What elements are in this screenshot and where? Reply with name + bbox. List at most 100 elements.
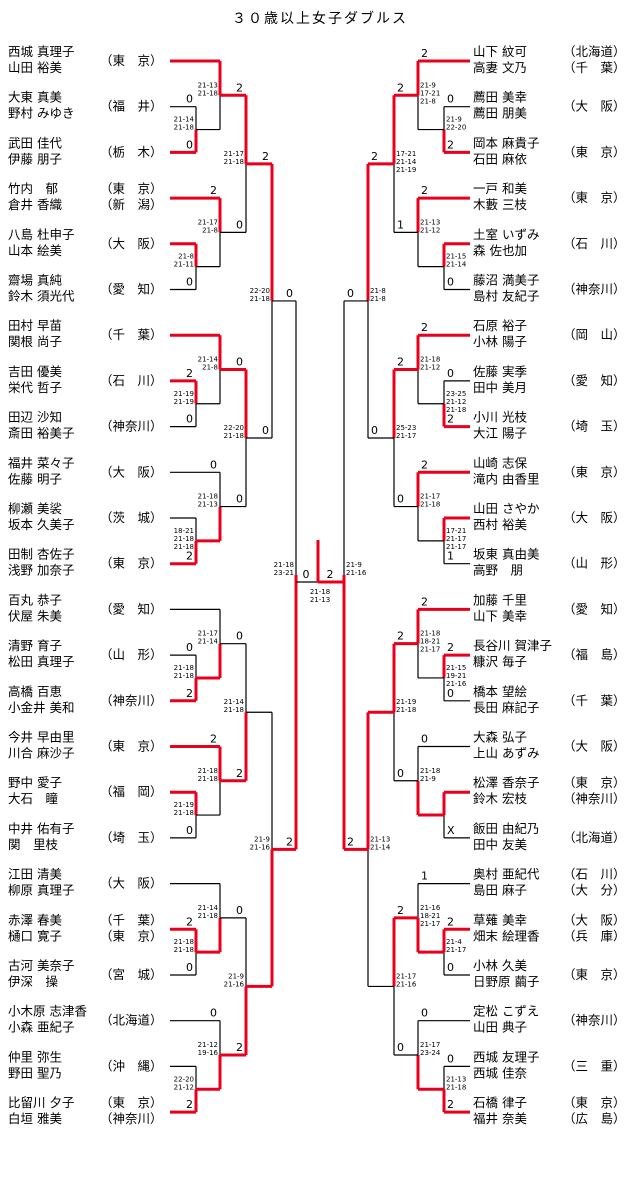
player-name: 伏屋 朱美: [8, 608, 62, 623]
round-score: 2: [397, 81, 404, 94]
game-score: 21-18: [420, 355, 440, 363]
game-score: 21-18: [174, 672, 194, 680]
player-name: 島田 麻子: [473, 883, 527, 898]
prefecture-label: （東 京）: [563, 1095, 626, 1110]
player-name: 小木原 志津香: [8, 1004, 87, 1019]
player-name: 関根 尚子: [8, 334, 62, 349]
prefecture-label: （沖 縄）: [100, 1058, 163, 1073]
game-score: 21-14: [198, 355, 219, 363]
player-name: 栄代 哲子: [8, 380, 62, 395]
player-name: 西村 裕美: [473, 517, 527, 532]
player-name: 浅野 加奈子: [8, 563, 74, 578]
game-score: 21-17: [420, 920, 440, 928]
game-score: 21-9: [228, 972, 244, 980]
game-score: 21-9: [420, 775, 436, 783]
prefecture-label: （埼 玉）: [563, 419, 626, 434]
round-score: 2: [447, 138, 454, 151]
prefecture-label: （東 京）: [563, 775, 626, 790]
prefecture-label: （神奈川）: [563, 282, 626, 297]
prefecture-label: （石 川）: [563, 236, 626, 251]
game-score: 21-19: [174, 801, 194, 809]
game-score: 21-17: [420, 646, 440, 654]
round-score: 0: [447, 93, 454, 106]
prefecture-label: （岡 山）: [563, 327, 626, 342]
player-name: 大江 陽子: [473, 426, 527, 441]
round-score: 2: [447, 1098, 454, 1111]
player-name: 島村 友紀子: [473, 289, 539, 304]
round-score: 2: [236, 81, 243, 94]
round-score: 0: [447, 687, 454, 700]
prefecture-label: （大 阪）: [100, 876, 163, 891]
player-name: 小金井 美和: [8, 700, 74, 715]
player-name: 福井 奈美: [473, 1111, 527, 1126]
game-score: 22-20: [250, 287, 270, 295]
round-score: 0: [186, 413, 193, 426]
player-name: 岡本 麻貴子: [473, 135, 539, 150]
player-name: 山崎 志保: [473, 455, 527, 470]
game-score: 21-14: [396, 158, 417, 166]
game-score: 21-15: [446, 664, 466, 672]
round-score: 2: [447, 915, 454, 928]
round-score: 0: [286, 287, 293, 300]
player-name: 橋本 望絵: [473, 684, 527, 699]
game-score: 21-17: [420, 493, 440, 501]
player-name: 斎田 裕美子: [8, 426, 74, 441]
round-score: 2: [397, 630, 404, 643]
round-score: 2: [421, 47, 428, 60]
game-score: 21-13: [446, 1075, 466, 1083]
prefecture-label: （神奈川）: [100, 693, 163, 708]
round-score: 2: [447, 641, 454, 654]
game-score: 21-17: [224, 150, 244, 158]
player-name: 野中 愛子: [8, 775, 62, 790]
player-name: 小林 久美: [473, 958, 527, 973]
player-name: 比留川 夕子: [8, 1095, 74, 1110]
game-score: 21-17: [420, 1041, 440, 1049]
player-name: 鈴木 須光代: [8, 289, 75, 304]
round-score: 2: [210, 733, 217, 746]
player-name: 加藤 千里: [473, 592, 527, 607]
game-score: 21-16: [250, 843, 271, 851]
prefecture-label: （広 島）: [563, 1111, 626, 1126]
game-score: 21-9: [346, 561, 362, 569]
player-name: 大石 瞳: [8, 791, 59, 806]
round-score: 2: [186, 550, 193, 563]
prefecture-label: （三 重）: [563, 1058, 626, 1073]
prefecture-label: （北海道）: [563, 44, 626, 59]
prefecture-label: （福 井）: [100, 99, 163, 114]
player-name: 松澤 香奈子: [473, 775, 539, 790]
prefecture-label: （北海道）: [100, 1013, 163, 1028]
game-score: 21-18: [274, 561, 294, 569]
player-name: 田辺 沙知: [8, 410, 62, 425]
round-score: 0: [236, 493, 243, 506]
round-score: 0: [397, 767, 404, 780]
game-score: 21-19: [174, 398, 194, 406]
player-name: 高妻 文乃: [473, 60, 527, 75]
player-name: 高野 朋: [473, 563, 523, 578]
player-name: 古河 美奈子: [8, 958, 74, 973]
player-name: 畑末 絵理香: [473, 928, 540, 943]
player-name: 飯田 由紀乃: [473, 821, 539, 836]
player-name: 滝内 由香里: [473, 471, 539, 486]
game-score: 18-21: [420, 638, 440, 646]
round-score: 0: [186, 276, 193, 289]
round-score: 2: [210, 184, 217, 197]
player-name: 佐藤 実季: [473, 364, 527, 379]
player-name: 小川 光枝: [473, 410, 527, 425]
player-name: 小林 陽子: [473, 334, 527, 349]
round-score: 0: [397, 493, 404, 506]
game-score: 21-18: [174, 946, 194, 954]
round-score: 2: [236, 1041, 243, 1054]
prefecture-label: （大 分）: [563, 883, 626, 898]
game-score: 21-9: [420, 81, 436, 89]
game-score: 21-17: [198, 630, 218, 638]
prefecture-label: （東 京）: [563, 967, 626, 982]
round-score: 2: [186, 367, 193, 380]
round-score: 0: [186, 961, 193, 974]
prefecture-label: （神奈川）: [563, 1013, 626, 1028]
game-score: 21-14: [224, 698, 245, 706]
game-score: 21-18: [420, 630, 440, 638]
round-score: 2: [397, 355, 404, 368]
player-name: 赤澤 春美: [8, 912, 62, 927]
round-score: 2: [262, 150, 269, 163]
